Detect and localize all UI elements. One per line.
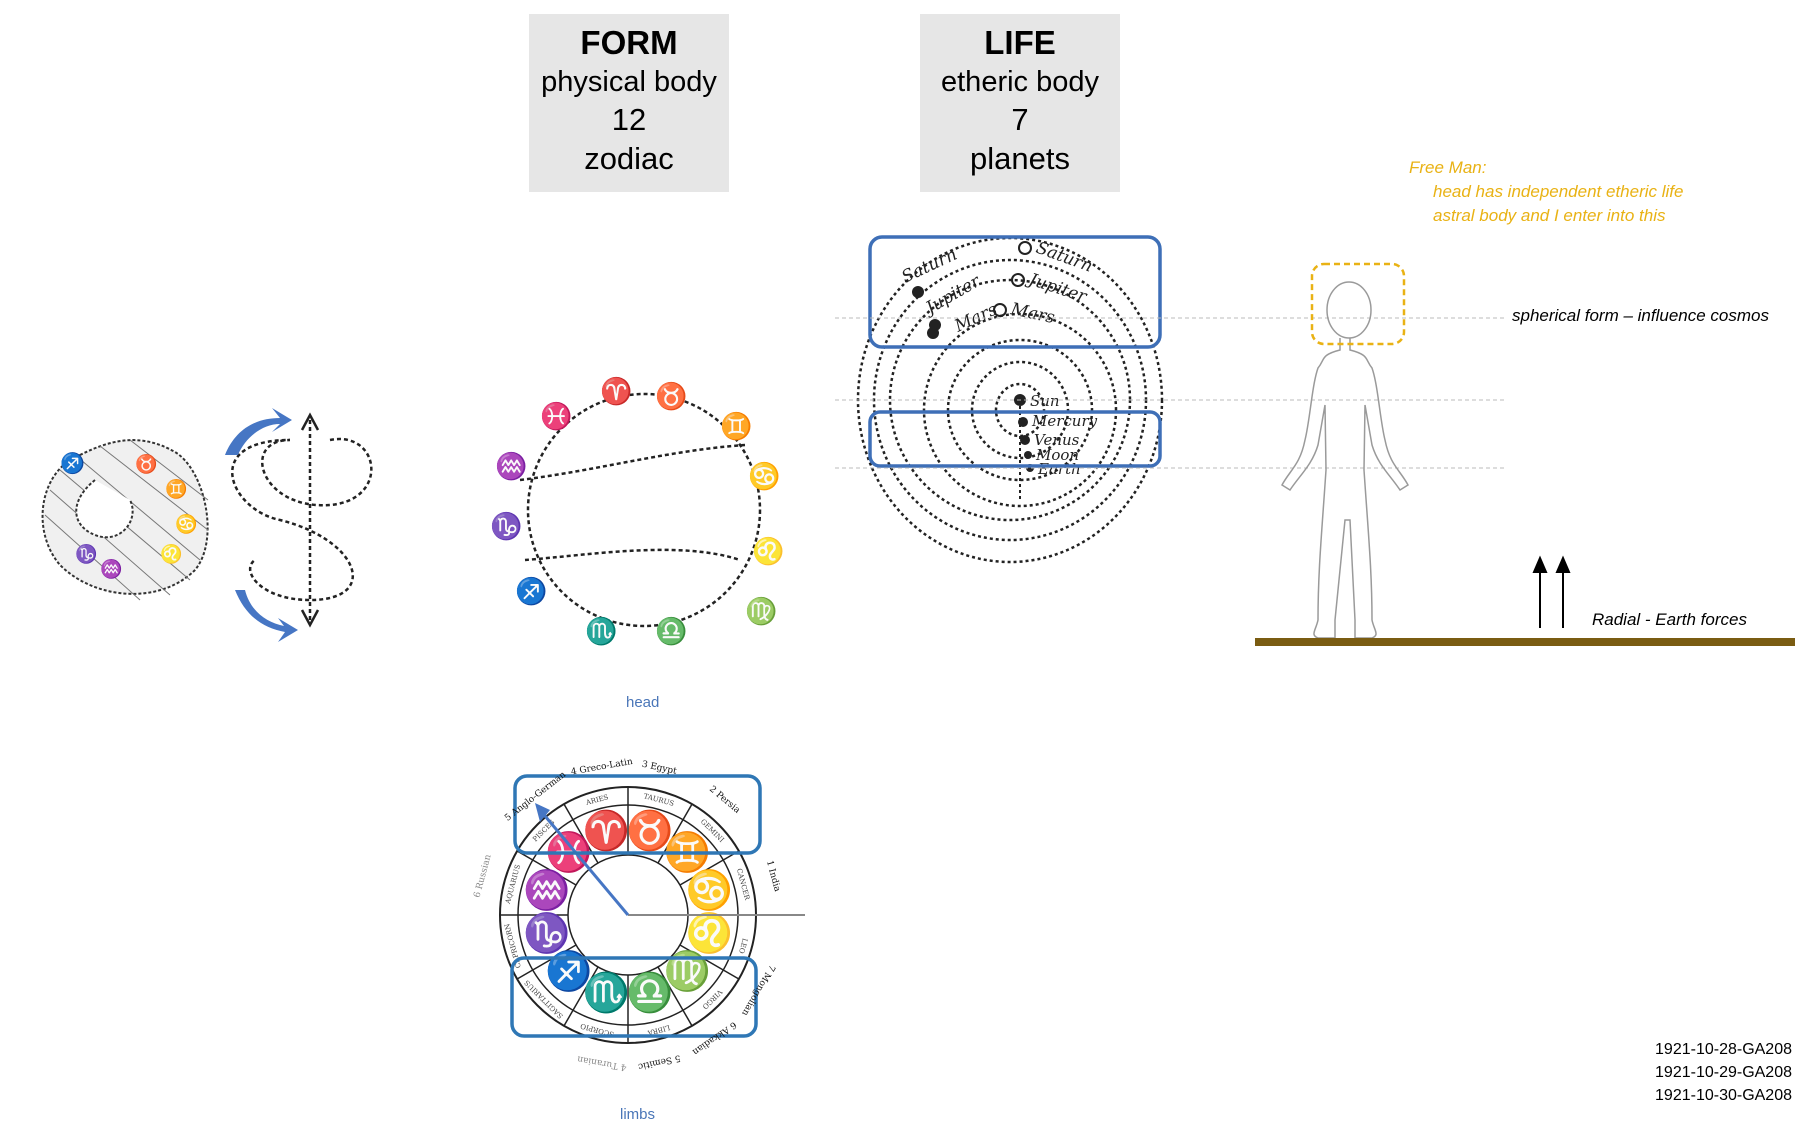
svg-text:♋: ♋ — [175, 513, 197, 535]
epoch-label: 5 Semitic — [637, 1052, 681, 1071]
planet-left-saturn: Saturn — [899, 245, 961, 288]
planet-moon: Moon — [1035, 446, 1079, 464]
zodiac-name: ARIES — [584, 793, 609, 807]
svg-text:♒: ♒ — [100, 558, 122, 580]
svg-text:♍: ♍ — [745, 596, 777, 627]
form-line1: physical body — [541, 65, 717, 98]
reference-2: 1921-10-29-GA208 — [1655, 1064, 1792, 1081]
life-line1: etheric body — [941, 65, 1099, 98]
head-label: head — [626, 694, 660, 711]
guide-lines — [835, 317, 1505, 469]
wheel-spoke — [563, 966, 599, 1027]
lower-signs-frame — [510, 956, 758, 1038]
svg-text:♑: ♑ — [490, 511, 522, 542]
life-line2: 7 — [1011, 102, 1029, 138]
epoch-label: 1 India — [764, 859, 782, 893]
zodiac-sign: ♒ — [523, 868, 570, 912]
planet-earth: Earth — [1037, 460, 1081, 478]
wheel-spoke — [516, 850, 577, 886]
zodiac-name: LEO — [737, 937, 749, 954]
free-man-line2: astral body and I enter into this — [1433, 206, 1666, 225]
planet-venus: Venus — [1034, 431, 1080, 449]
s-curve-drawing — [225, 408, 373, 642]
zodiac-sign: ♈ — [583, 808, 630, 852]
free-man-line1: head has independent etheric life — [1433, 182, 1684, 201]
epoch-label: 4 Turanian — [576, 1053, 627, 1072]
life-title: LIFE — [984, 24, 1056, 61]
life-box: LIFE etheric body 7 planets — [920, 14, 1120, 192]
reference-3: 1921-10-30-GA208 — [1655, 1087, 1792, 1104]
zodiac-sign: ♏ — [583, 971, 630, 1015]
svg-text:♌: ♌ — [160, 543, 182, 565]
zodiac-sign: ♐ — [545, 949, 592, 993]
svg-text:♏: ♏ — [585, 616, 617, 647]
earth-force-arrows — [1532, 555, 1571, 628]
epoch-label: 2 Persia — [707, 784, 742, 816]
svg-text:♎: ♎ — [655, 616, 687, 647]
zodiac-sign: ♉ — [626, 808, 673, 852]
svg-text:♊: ♊ — [720, 411, 752, 442]
planet-right-jupiter: Jupiter — [1024, 269, 1090, 307]
radial-label: Radial - Earth forces — [1592, 610, 1747, 629]
planet-right-saturn: Saturn — [1033, 238, 1095, 277]
free-man-title: Free Man: — [1409, 158, 1487, 177]
free-man-note: Free Man: head has independent etheric l… — [1409, 156, 1683, 228]
svg-text:♒: ♒ — [495, 451, 527, 482]
head-zodiac-drawing: ♓ ♈ ♉ ♊ ♋ ♌ ♍ ♎ ♏ ♐ ♑ ♒ — [490, 376, 784, 647]
references: 1921-10-28-GA208 1921-10-29-GA208 1921-1… — [1655, 1038, 1792, 1107]
svg-text:♊: ♊ — [165, 478, 187, 500]
limbs-label: limbs — [620, 1106, 656, 1123]
inner-planets-frame — [868, 410, 1162, 468]
epoch-label: 6 Russian — [473, 853, 494, 899]
zodiac-sign: ♍ — [664, 949, 711, 993]
zodiac-sign: ♌ — [685, 911, 732, 955]
upper-signs-frame — [513, 774, 762, 855]
form-line2: 12 — [611, 102, 647, 138]
svg-text:♐: ♐ — [515, 576, 547, 607]
upper-planets-frame — [868, 235, 1162, 349]
svg-text:♋: ♋ — [748, 461, 780, 492]
svg-text:♐: ♐ — [60, 451, 85, 475]
zodiac-sign: ♑ — [523, 911, 570, 955]
life-line3: planets — [970, 141, 1070, 177]
head-highlight-frame — [1310, 262, 1406, 346]
wheel-spoke — [679, 850, 740, 886]
svg-text:♑: ♑ — [75, 543, 97, 565]
ground-bar — [1255, 638, 1795, 646]
form-line3: zodiac — [584, 141, 674, 177]
svg-text:♈: ♈ — [600, 376, 632, 407]
zodiac-sign: ♋ — [685, 868, 732, 912]
human-figure — [1281, 281, 1409, 639]
hatched-curl-drawing: ♐ ♉ ♊ ♋ ♌ ♑ ♒ — [41, 439, 209, 601]
svg-text:♌: ♌ — [752, 536, 784, 567]
svg-text:♓: ♓ — [540, 401, 572, 432]
form-box: FORM physical body 12 zodiac — [529, 14, 729, 192]
planet-sun: Sun — [1030, 392, 1060, 410]
wheel-spoke — [657, 966, 693, 1027]
planet-mercury: Mercury — [1031, 412, 1098, 430]
svg-text:♉: ♉ — [655, 381, 687, 412]
svg-text:♉: ♉ — [135, 453, 157, 475]
epoch-label: 7 Mongolian — [739, 963, 776, 1018]
spherical-form-label: spherical form – influence cosmos — [1512, 306, 1770, 325]
form-title: FORM — [580, 24, 678, 61]
wheel-spoke — [679, 944, 740, 980]
zodiac-sign: ♎ — [626, 971, 673, 1015]
epoch-label: 6 Akkadian — [690, 1019, 738, 1057]
reference-1: 1921-10-28-GA208 — [1655, 1041, 1792, 1058]
wheel-spoke — [516, 944, 577, 980]
planet-right-mars: Mars — [1008, 299, 1057, 328]
epoch-label: 5 Anglo-German — [503, 770, 568, 824]
